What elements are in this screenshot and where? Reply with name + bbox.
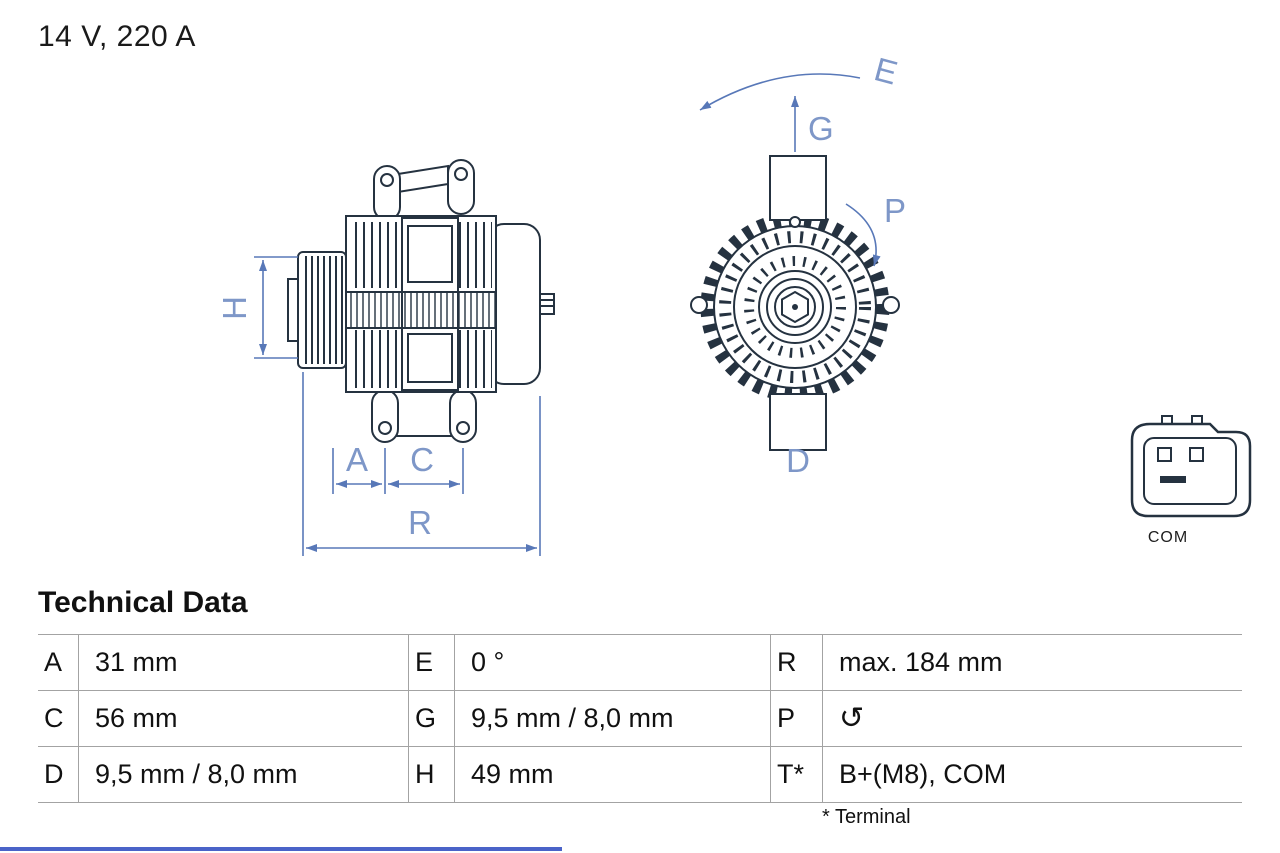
spec-key-c: C: [44, 703, 64, 733]
table-row: A 31 mm E 0 ° R max. 184 mm: [38, 634, 1242, 690]
side-view-dimensions: H A C R: [216, 256, 541, 556]
spec-key-t: T*: [770, 747, 822, 802]
page-title: 14 V, 220 A: [38, 20, 196, 53]
technical-data-title: Technical Data: [38, 586, 248, 619]
spec-key-r: R: [770, 635, 822, 690]
connector-label: COM: [1148, 529, 1188, 546]
technical-data-table: A 31 mm E 0 ° R max. 184 mm C 56 mm G 9,…: [38, 634, 1242, 803]
spec-key-g: G: [408, 691, 454, 746]
spec-value-c: 56 mm: [78, 691, 408, 746]
spec-key-a: A: [44, 647, 63, 677]
rotation-direction-icon: ↺: [839, 700, 865, 736]
dim-label-g: G: [808, 110, 834, 147]
spec-value-e: 0 °: [454, 635, 770, 690]
dim-label-e: E: [871, 50, 902, 91]
table-row: C 56 mm G 9,5 mm / 8,0 mm P ↺: [38, 690, 1242, 746]
dim-label-d: D: [786, 442, 810, 479]
spec-key-h: H: [408, 747, 454, 802]
dim-label-r: R: [408, 504, 432, 541]
dim-label-h: H: [216, 296, 253, 320]
connector-view: COM: [1130, 415, 1252, 546]
spec-value-g: 9,5 mm / 8,0 mm: [454, 691, 770, 746]
dim-label-c: C: [410, 441, 434, 478]
spec-key-e: E: [408, 635, 454, 690]
spec-value-t: B+(M8), COM: [822, 747, 1242, 802]
alternator-side-view: [287, 159, 555, 443]
table-row: D 9,5 mm / 8,0 mm H 49 mm T* B+(M8), COM: [38, 746, 1242, 802]
dim-label-a: A: [346, 441, 368, 478]
dim-label-p: P: [884, 192, 906, 229]
spec-value-a: 31 mm: [78, 635, 408, 690]
spec-key-d: D: [44, 759, 64, 789]
spec-key-p: P: [770, 691, 822, 746]
terminal-footnote: * Terminal: [822, 806, 911, 828]
spec-value-h: 49 mm: [454, 747, 770, 802]
spec-value-d: 9,5 mm / 8,0 mm: [78, 747, 408, 802]
bottom-accent-line: [0, 847, 562, 851]
spec-value-p: ↺: [822, 691, 1242, 746]
front-view-dimensions: G E P D: [699, 50, 906, 479]
alternator-front-view: [690, 155, 900, 451]
spec-value-r: max. 184 mm: [822, 635, 1242, 690]
